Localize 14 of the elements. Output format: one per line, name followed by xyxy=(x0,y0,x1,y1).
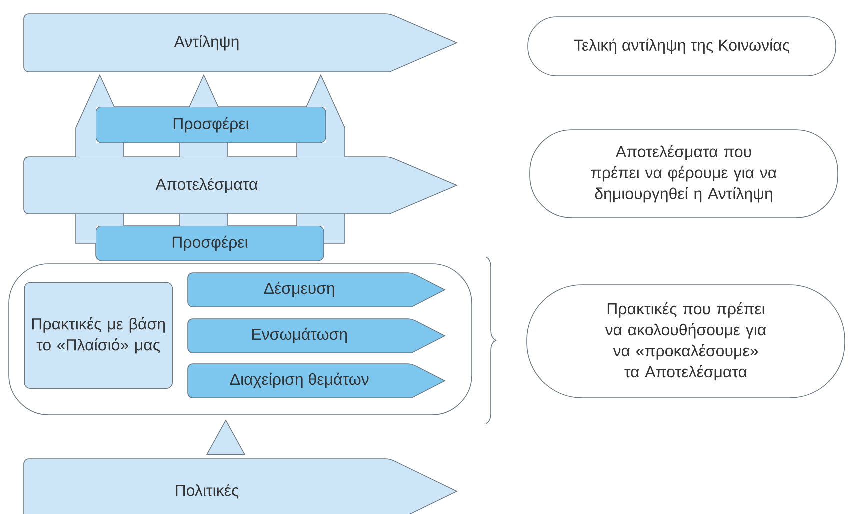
arrow-band: Αντίληψη xyxy=(24,14,458,72)
note-box: Τελική αντίληψη της Κοινωνίας xyxy=(528,16,836,76)
wide-arrow xyxy=(180,74,228,226)
wide-arrow xyxy=(296,74,346,244)
rounded-box: Προσφέρει xyxy=(96,226,324,262)
arrow-band: Πολιτικές xyxy=(24,458,458,514)
note-box: Πρακτικές που πρέπει να ακολουθήσουμε για να «προκαλέσουμε» τα Αποτελέσματα xyxy=(526,284,846,398)
arrow-band: Δέσμευση xyxy=(188,272,446,308)
rounded-box: Προσφέρει xyxy=(96,106,326,144)
note-box: Αποτελέσματα που πρέπει να φέρουμε για να δημιουργηθεί η Αντίληψη xyxy=(530,130,838,218)
arrow-band: Διαχείριση θεμάτων xyxy=(188,364,446,398)
wide-arrow xyxy=(76,74,124,244)
arrow-band: Ενσωμάτωση xyxy=(188,318,446,354)
rounded-box: Πρακτικές με βάση το «Πλαίσιό» μας xyxy=(24,282,173,389)
